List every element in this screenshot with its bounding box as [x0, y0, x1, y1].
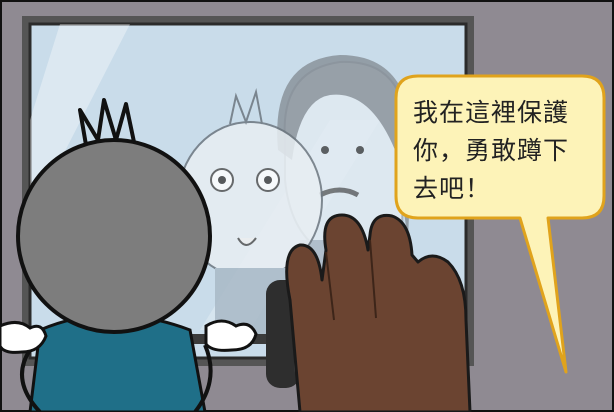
speech-bubble-text: 我在這裡保護 你，勇敢蹲下 去吧！ [413, 94, 593, 208]
right-glove [204, 319, 258, 352]
helper-hand [285, 213, 472, 412]
left-glove [0, 321, 48, 354]
foreground-character [0, 98, 258, 412]
speech-bubble [394, 74, 606, 374]
right-arm [193, 344, 213, 412]
speech-line-3: 去吧！ [413, 174, 492, 203]
character-head [16, 138, 212, 334]
character-hair [78, 98, 136, 146]
left-arm [20, 348, 42, 412]
speech-line-1: 我在這裡保護 [413, 98, 570, 127]
speech-line-2: 你，勇敢蹲下 [413, 136, 570, 165]
